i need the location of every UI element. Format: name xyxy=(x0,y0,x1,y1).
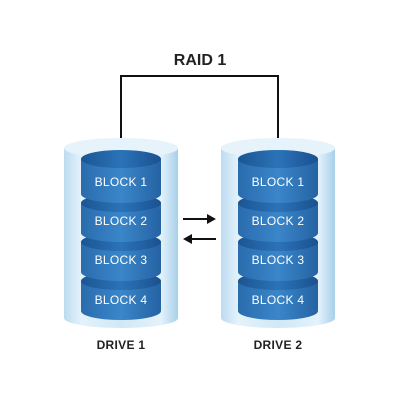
arrow-right-icon xyxy=(183,214,216,224)
title-backdrop xyxy=(162,48,238,70)
drive-1-label: DRIVE 1 xyxy=(97,338,146,352)
drive-1-disks xyxy=(81,150,161,320)
diagram-title: RAID 1 xyxy=(174,52,227,69)
drive-2-block-1-label: BLOCK 1 xyxy=(252,175,305,189)
drive-2-block-4-label: BLOCK 4 xyxy=(252,293,305,307)
drive-2-block-3-label: BLOCK 3 xyxy=(252,253,305,267)
drive-2-disks xyxy=(238,150,318,320)
drive-2-block-1-disk xyxy=(238,150,318,203)
bidirectional-arrows-icon xyxy=(183,214,216,244)
drive-2-label: DRIVE 2 xyxy=(254,338,303,352)
drive-1: BLOCK 1 BLOCK 2 BLOCK 3 BLOCK 4 DRIVE 1 xyxy=(64,138,178,352)
arrow-left-icon xyxy=(183,234,216,244)
drive-2-block-2-label: BLOCK 2 xyxy=(252,214,305,228)
drive-1-block-3-label: BLOCK 3 xyxy=(95,253,148,267)
drive-1-block-1-disk xyxy=(81,150,161,203)
drive-2: BLOCK 1 BLOCK 2 BLOCK 3 BLOCK 4 DRIVE 2 xyxy=(221,138,335,352)
drive-1-block-4-label: BLOCK 4 xyxy=(95,293,148,307)
drive-1-block-2-label: BLOCK 2 xyxy=(95,214,148,228)
raid-connector-line xyxy=(120,75,279,150)
drive-1-block-1-label: BLOCK 1 xyxy=(95,175,148,189)
